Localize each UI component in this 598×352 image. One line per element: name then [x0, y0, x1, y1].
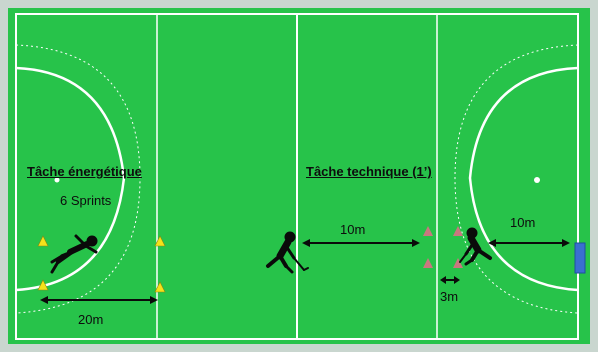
hockey-player-icon [266, 231, 309, 274]
dotted-circle-left [15, 44, 141, 314]
hockey-player-icon [459, 227, 492, 266]
arrow-icon [440, 276, 460, 284]
goal-icon [574, 242, 586, 274]
cone-icon [423, 226, 433, 236]
cone-icon [453, 226, 463, 236]
left-zone-subtitle: 6 Sprints [60, 193, 112, 208]
cone-icon [37, 235, 49, 247]
cone-icon [37, 279, 49, 291]
distance-label-10m-center: 10m [340, 222, 366, 237]
distance-label-3m: 3m [440, 289, 459, 304]
shooting-circle-left [15, 66, 126, 292]
cone-icon [423, 258, 433, 268]
arrow-icon [40, 296, 158, 304]
shooting-circle-right [468, 66, 579, 292]
arrow-icon [302, 239, 420, 247]
left-zone-title: Tâche énergétique [27, 164, 142, 179]
penalty-spot-right [534, 177, 540, 183]
distance-label-10m-goal: 10m [510, 215, 536, 230]
dotted-circle-right [454, 44, 579, 314]
left-distance-label: 20m [78, 312, 104, 327]
cone-icon [453, 258, 463, 268]
cone-icon [154, 281, 166, 293]
pitch-surface [8, 8, 590, 344]
sprinter-icon [50, 234, 98, 274]
right-zone-title: Tâche technique (1’) [306, 164, 432, 179]
arrow-icon [488, 239, 570, 247]
penalty-spot-left [54, 177, 60, 183]
cone-icon [154, 235, 166, 247]
